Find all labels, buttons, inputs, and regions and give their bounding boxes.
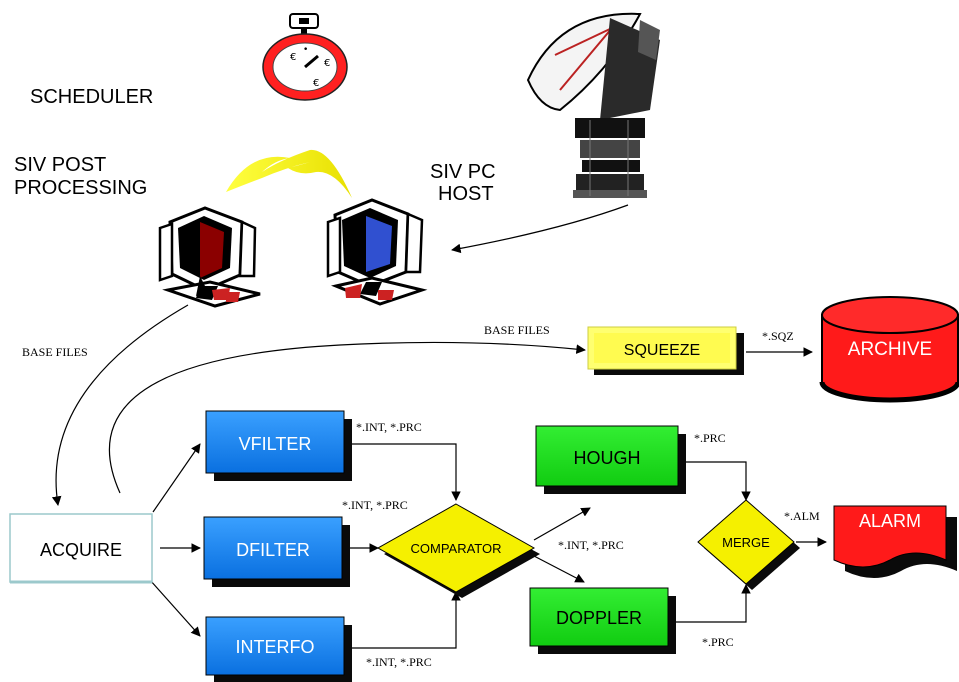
vfilter-node[interactable]: VFILTER xyxy=(206,411,352,481)
siv-post-label-line1: SIV POST xyxy=(14,154,106,176)
vfilter-to-comparator-arrow xyxy=(346,444,456,500)
vfilter-output-label: *.INT, *.PRC xyxy=(356,420,422,434)
comparator-to-hough-arrow xyxy=(534,508,590,540)
acquire-node[interactable]: ACQUIRE xyxy=(10,514,152,582)
doppler-label: DOPPLER xyxy=(556,608,642,628)
interfo-output-label: *.INT, *.PRC xyxy=(366,655,432,669)
archive-label: ARCHIVE xyxy=(848,339,932,360)
siv-pc-label-line2: HOST xyxy=(438,183,494,205)
hough-output-label: *.PRC xyxy=(694,431,726,445)
computer-icon xyxy=(328,200,422,304)
acquire-to-vfilter-arrow xyxy=(153,444,200,512)
hough-label: HOUGH xyxy=(574,448,641,468)
comparator-node[interactable]: COMPARATOR xyxy=(378,504,540,598)
svg-text:•: • xyxy=(303,45,308,55)
dfilter-label: DFILTER xyxy=(236,540,310,560)
dish-to-host-arrow xyxy=(452,205,628,250)
acquire-to-interfo-arrow xyxy=(150,580,200,636)
post-to-acquire-arrow xyxy=(56,305,188,505)
hough-node[interactable]: HOUGH xyxy=(536,426,686,494)
siv-post-label-line2: PROCESSING xyxy=(14,177,147,199)
merge-output-label: *.ALM xyxy=(784,509,820,523)
doppler-to-merge-arrow xyxy=(672,585,746,622)
archive-node[interactable]: ARCHIVE xyxy=(822,297,958,400)
dfilter-output-label: *.INT, *.PRC xyxy=(342,498,408,512)
svg-text:€: € xyxy=(313,78,319,89)
alarm-label: ALARM xyxy=(859,511,921,531)
interfo-node[interactable]: INTERFO xyxy=(206,617,352,682)
merge-label: MERGE xyxy=(722,535,770,550)
doppler-node[interactable]: DOPPLER xyxy=(530,588,676,654)
base-files-label: BASE FILES xyxy=(484,323,550,337)
dfilter-node[interactable]: DFILTER xyxy=(204,517,350,587)
svg-text:€: € xyxy=(324,58,330,69)
satellite-dish-icon xyxy=(528,14,660,198)
stopwatch-icon: € € € • xyxy=(263,14,347,100)
comparator-to-doppler-arrow xyxy=(534,556,584,582)
comparator-label: COMPARATOR xyxy=(410,541,501,556)
acquire-label: ACQUIRE xyxy=(40,540,122,560)
doppler-output-label: *.PRC xyxy=(702,635,734,649)
squeeze-label: SQUEEZE xyxy=(624,342,700,359)
hough-to-merge-arrow xyxy=(682,462,746,500)
scheduler-label: SCHEDULER xyxy=(30,86,153,108)
lightning-bolt-icon xyxy=(226,150,352,198)
alarm-node[interactable]: ALARM xyxy=(834,506,957,578)
svg-text:€: € xyxy=(290,52,296,63)
comparator-output-label: *.INT, *.PRC xyxy=(558,538,624,552)
interfo-label: INTERFO xyxy=(236,637,315,657)
siv-pc-label-line1: SIV PC xyxy=(430,161,496,183)
squeeze-node[interactable]: SQUEEZE xyxy=(588,327,744,375)
vfilter-label: VFILTER xyxy=(239,434,312,454)
interfo-to-comparator-arrow xyxy=(346,592,456,648)
sqz-label: *.SQZ xyxy=(762,329,794,343)
base-files-label: BASE FILES xyxy=(22,345,88,359)
computer-icon xyxy=(160,208,260,306)
